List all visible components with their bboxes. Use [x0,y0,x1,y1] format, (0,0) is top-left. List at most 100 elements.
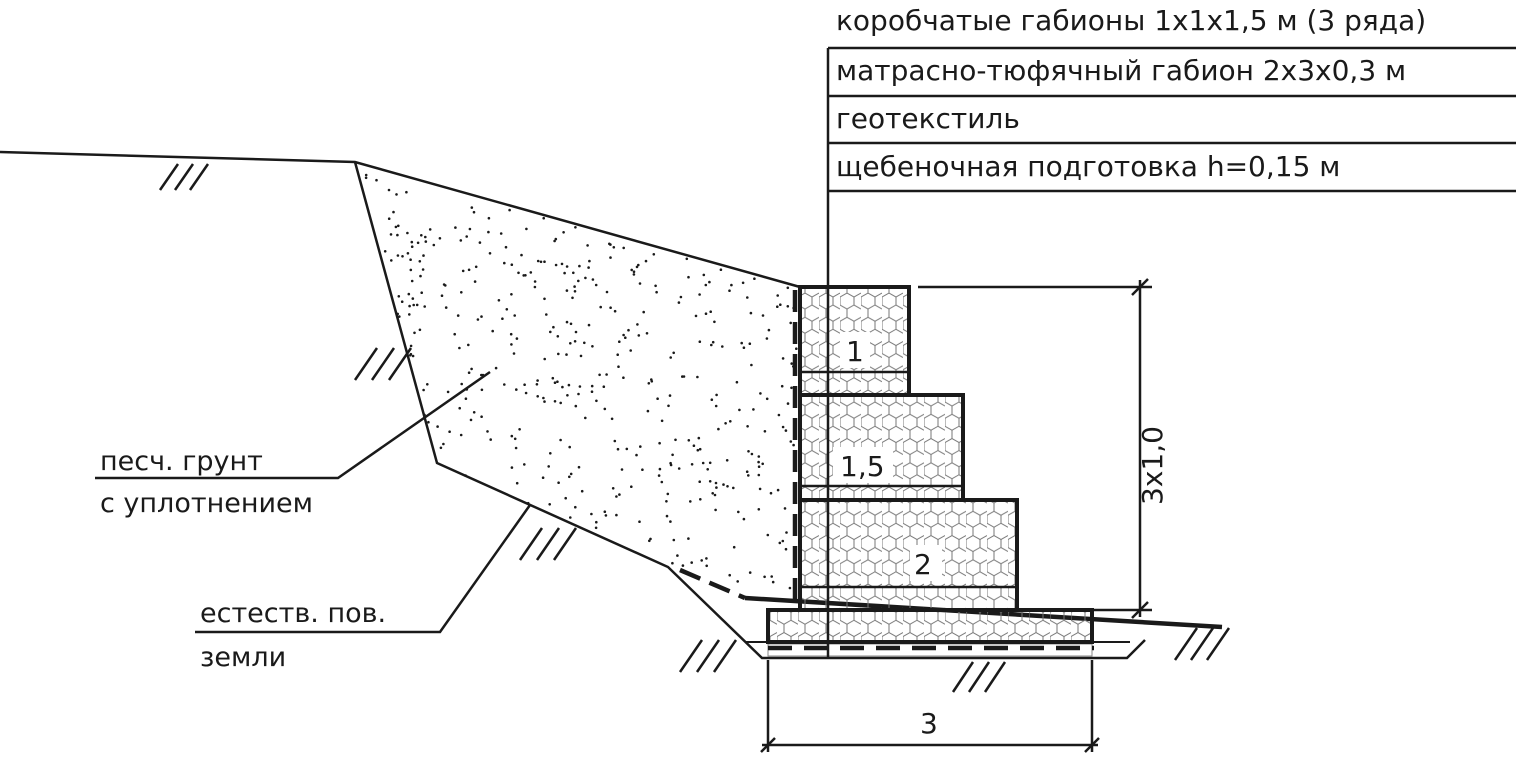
sand-dot [715,393,718,397]
sand-dot [523,463,526,466]
sand-dot [574,505,577,509]
sand-dot [573,340,577,343]
sand-dot [715,486,718,489]
sand-dot [786,286,790,290]
sand-dot [568,475,571,479]
sand-dot [472,411,476,414]
ground-surface-top [0,150,801,289]
sand-dot [529,271,533,274]
sand-dot [599,305,602,309]
sand-dot [792,443,795,447]
sand-dot [390,259,393,262]
sand-dot [765,337,769,340]
sand-dot [543,260,546,264]
sand-dot [444,306,448,309]
sand-dot [790,386,793,390]
sand-dot [436,425,439,428]
sand-dot [545,313,548,316]
legend-geotextile: геотекстиль [836,102,1020,135]
sand-dot [579,354,583,358]
sand-dot [588,259,591,263]
sand-dot [396,254,400,257]
sand-dot [510,293,513,296]
sand-dot [669,461,672,465]
sand-dot [677,467,681,470]
sand-dot [409,352,413,356]
sand-dot [622,333,625,337]
sand-dot [682,375,686,378]
sand-dot [387,188,391,192]
sand-dot [510,343,513,346]
sand-dot [549,452,552,455]
sand-dot [778,541,782,545]
sand-dot [590,384,594,388]
sand-dot [448,430,451,434]
sand-dot [364,173,368,177]
sand-dot [408,313,411,316]
sand-dot [605,290,609,294]
sand-dot [405,190,408,194]
sand-dot [711,340,715,344]
sand-dot [660,419,664,423]
sand-dot [409,268,413,272]
sand-dot [732,486,735,490]
sand-dot [557,352,560,356]
sand-dot [510,434,514,438]
sand-dot [573,285,576,288]
sand-dot [609,306,612,310]
sand-dot [784,429,788,432]
sand-dot [752,408,755,411]
sand-dot [554,263,558,267]
sand-dot [761,314,765,317]
sand-dot [480,415,483,419]
sand-dot [420,234,423,237]
sand-dot [669,520,672,523]
sand-dot [665,514,669,518]
sand-dot [564,496,567,500]
sand-dot [394,225,398,229]
sand-dot [602,385,606,389]
sand-dot [398,315,401,318]
sand-dot [515,337,519,340]
sand-dot [458,406,462,410]
sand-dot [487,216,491,220]
sand-dot [705,557,708,560]
sand-dot [397,295,401,298]
sand-dot [578,264,581,268]
sand-dot [622,246,625,250]
sand-dot [577,465,581,469]
sand-dot [591,278,595,281]
sand-dot [533,280,537,283]
sand-dot [416,241,420,245]
sand-dot [536,379,539,382]
sand-dot [763,575,766,579]
sand-dot [470,367,473,371]
sand-dot [671,453,674,457]
sand-dot [411,354,415,358]
sand-dot [513,314,516,317]
ground-label-line1: естеств. пов. [200,598,386,629]
sand-dot [719,268,723,272]
sand-dot [706,468,709,471]
sand-dot [704,312,708,316]
sand-dot [580,489,584,493]
sand-dot [460,291,463,294]
sand-dot [513,437,517,441]
sand-dot [461,269,465,273]
sand-dot [724,422,727,425]
sand-dot [645,332,649,335]
sand-dot [458,346,461,350]
sand-dot [652,253,656,256]
sand-dot [459,239,463,242]
sand-dot [559,438,562,442]
sand-dot [605,373,608,376]
sand-dot [472,210,476,214]
sand-dot [697,436,701,440]
ground-label-line2: земли [200,642,286,673]
sand-dot [565,265,569,268]
height-dimension-label: 3x1,0 [1136,426,1169,505]
sand-dot [535,383,539,386]
sand-dot [541,476,545,480]
sand-dot [687,275,690,279]
fill-label-line2: с уплотнением [100,488,313,519]
